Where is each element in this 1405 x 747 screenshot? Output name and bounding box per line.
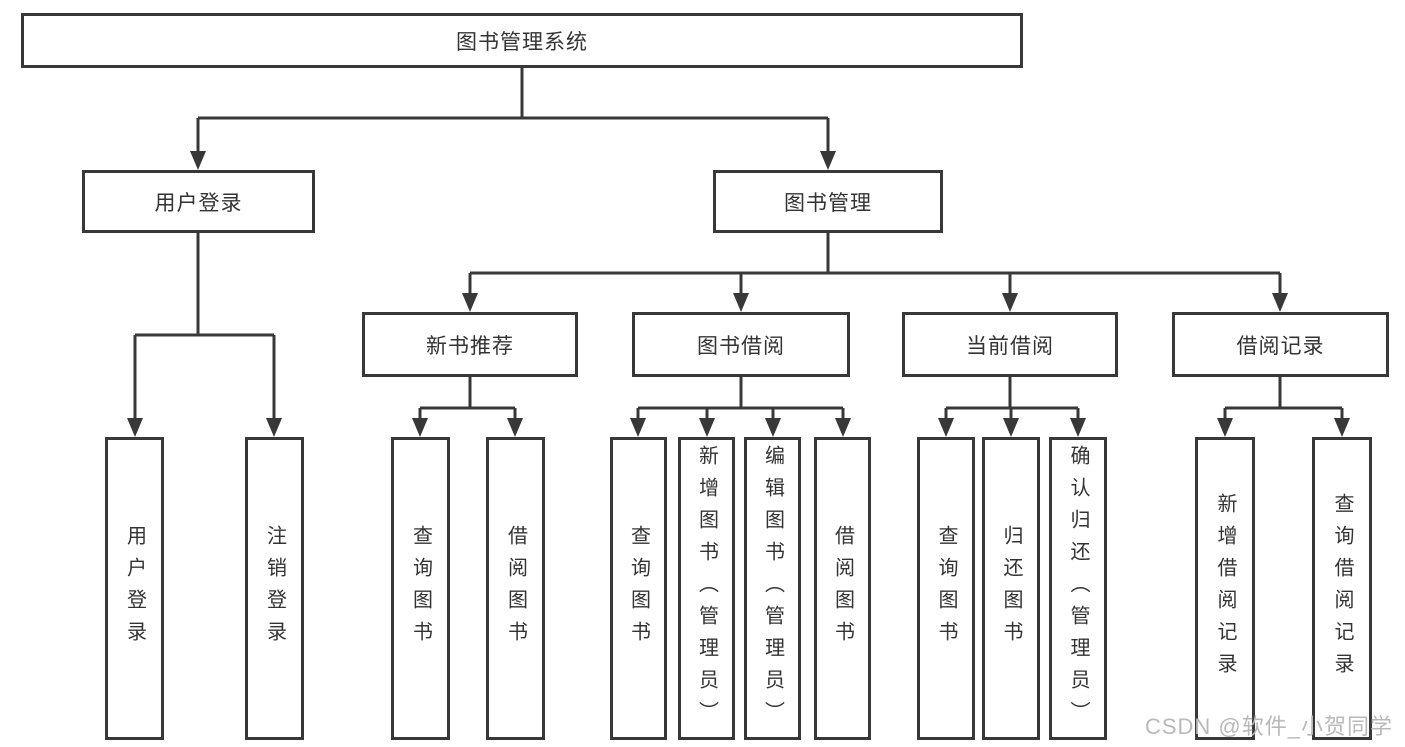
leaf-user-login: 用户登录 [105,437,164,740]
leaf-query-books-borrow: 查询图书 [610,437,667,740]
leaf-query-books-recommend-label: 查询图书 [409,524,432,653]
leaf-edit-books-admin-label: 编辑图书（管理员） [761,444,784,733]
leaf-query-borrow-record-label: 查询借阅记录 [1331,492,1353,685]
leaf-borrow-books-recommend-label: 借阅图书 [504,524,527,653]
leaf-add-borrow-record-label: 新增借阅记录 [1214,492,1236,685]
node-user-login-label: 用户登录 [154,191,243,215]
node-root-label: 图书管理系统 [456,30,588,54]
leaf-logout: 注销登录 [245,437,304,740]
leaf-add-books-admin-label: 新增图书（管理员） [695,444,718,733]
leaf-confirm-return-admin: 确认归还（管理员） [1049,437,1107,740]
leaf-confirm-return-admin-label: 确认归还（管理员） [1067,444,1089,733]
node-book-management: 图书管理 [713,170,943,233]
leaf-query-books-borrow-label: 查询图书 [627,524,650,653]
node-borrow-record-label: 借阅记录 [1236,334,1325,358]
node-current-borrow-label: 当前借阅 [966,334,1054,358]
leaf-return-books: 归还图书 [982,437,1040,740]
leaf-add-books-admin: 新增图书（管理员） [678,437,735,740]
node-current-borrow: 当前借阅 [902,312,1118,377]
leaf-query-borrow-record: 查询借阅记录 [1312,437,1372,740]
leaf-borrow-books-recommend: 借阅图书 [486,437,545,740]
leaf-edit-books-admin: 编辑图书（管理员） [744,437,801,740]
leaf-add-borrow-record: 新增借阅记录 [1195,437,1255,740]
node-new-book-recommend-label: 新书推荐 [426,334,514,358]
leaf-query-books-current: 查询图书 [917,437,975,740]
node-book-borrow-label: 图书借阅 [697,334,785,358]
leaf-query-books-current-label: 查询图书 [935,524,957,653]
leaf-query-books-recommend: 查询图书 [391,437,450,740]
node-book-borrow: 图书借阅 [632,312,850,377]
node-root: 图书管理系统 [21,13,1023,68]
leaf-borrow-books: 借阅图书 [814,437,871,740]
node-borrow-record: 借阅记录 [1172,312,1389,377]
node-book-management-label: 图书管理 [784,191,872,215]
node-user-login: 用户登录 [82,170,315,233]
csdn-watermark: CSDN @软件_小贺同学 [1144,714,1393,739]
leaf-logout-label: 注销登录 [263,524,286,653]
leaf-user-login-label: 用户登录 [123,524,146,653]
leaf-return-books-label: 归还图书 [1000,524,1022,653]
node-new-book-recommend: 新书推荐 [362,312,578,377]
leaf-borrow-books-label: 借阅图书 [831,524,854,653]
